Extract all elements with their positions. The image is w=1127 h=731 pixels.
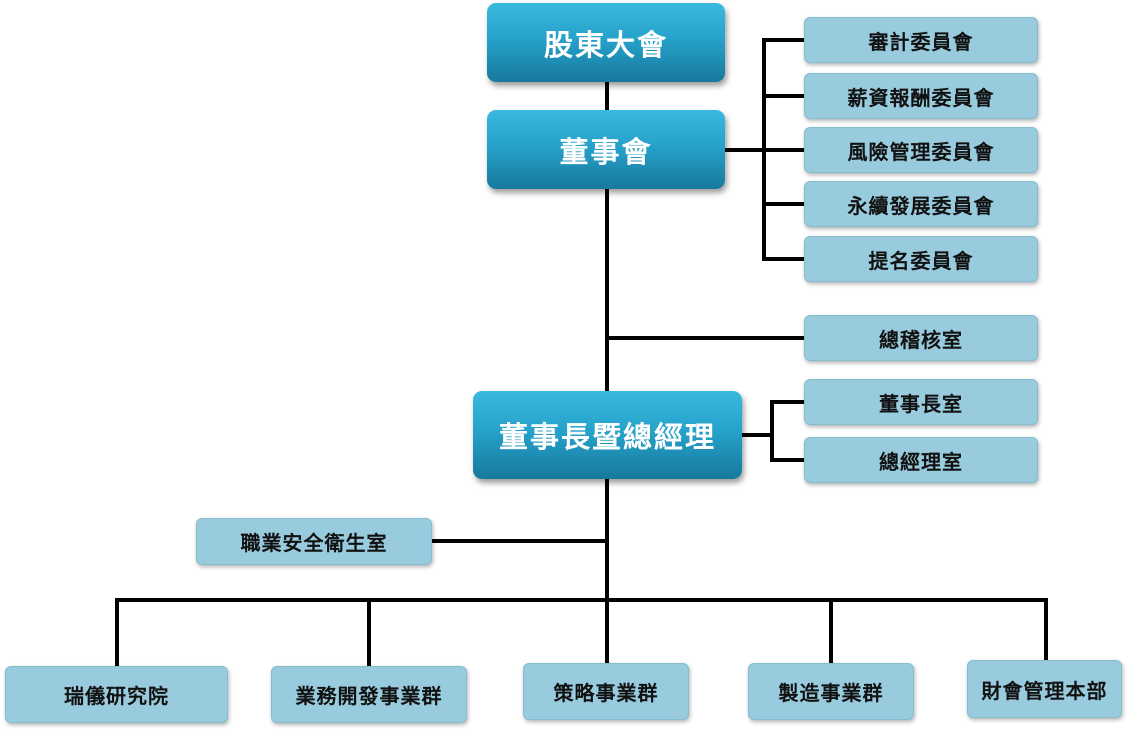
division-research-institute-box: 瑞儀研究院 xyxy=(5,666,228,723)
safety-health-office-box: 職業安全衛生室 xyxy=(196,518,432,565)
president-office-box: 總經理室 xyxy=(804,437,1038,483)
division-strategy-box: 策略事業群 xyxy=(523,663,689,720)
chairman-president-box: 董事長暨總經理 xyxy=(473,391,742,479)
committee-risk-management-box: 風險管理委員會 xyxy=(804,127,1038,173)
board-of-directors-box: 董事會 xyxy=(487,110,725,189)
committee-compensation-box: 薪資報酬委員會 xyxy=(804,73,1038,119)
shareholders-meeting-box: 股東大會 xyxy=(487,3,725,82)
division-finance-management-box: 財會管理本部 xyxy=(967,660,1122,718)
committee-nomination-box: 提名委員會 xyxy=(804,236,1038,282)
chairman-office-box: 董事長室 xyxy=(804,379,1038,425)
committee-sustainability-box: 永續發展委員會 xyxy=(804,181,1038,227)
division-business-development-box: 業務開發事業群 xyxy=(271,666,467,723)
audit-office-box: 總稽核室 xyxy=(804,315,1038,361)
division-manufacturing-box: 製造事業群 xyxy=(748,663,914,720)
committee-audit-box: 審計委員會 xyxy=(804,17,1038,63)
